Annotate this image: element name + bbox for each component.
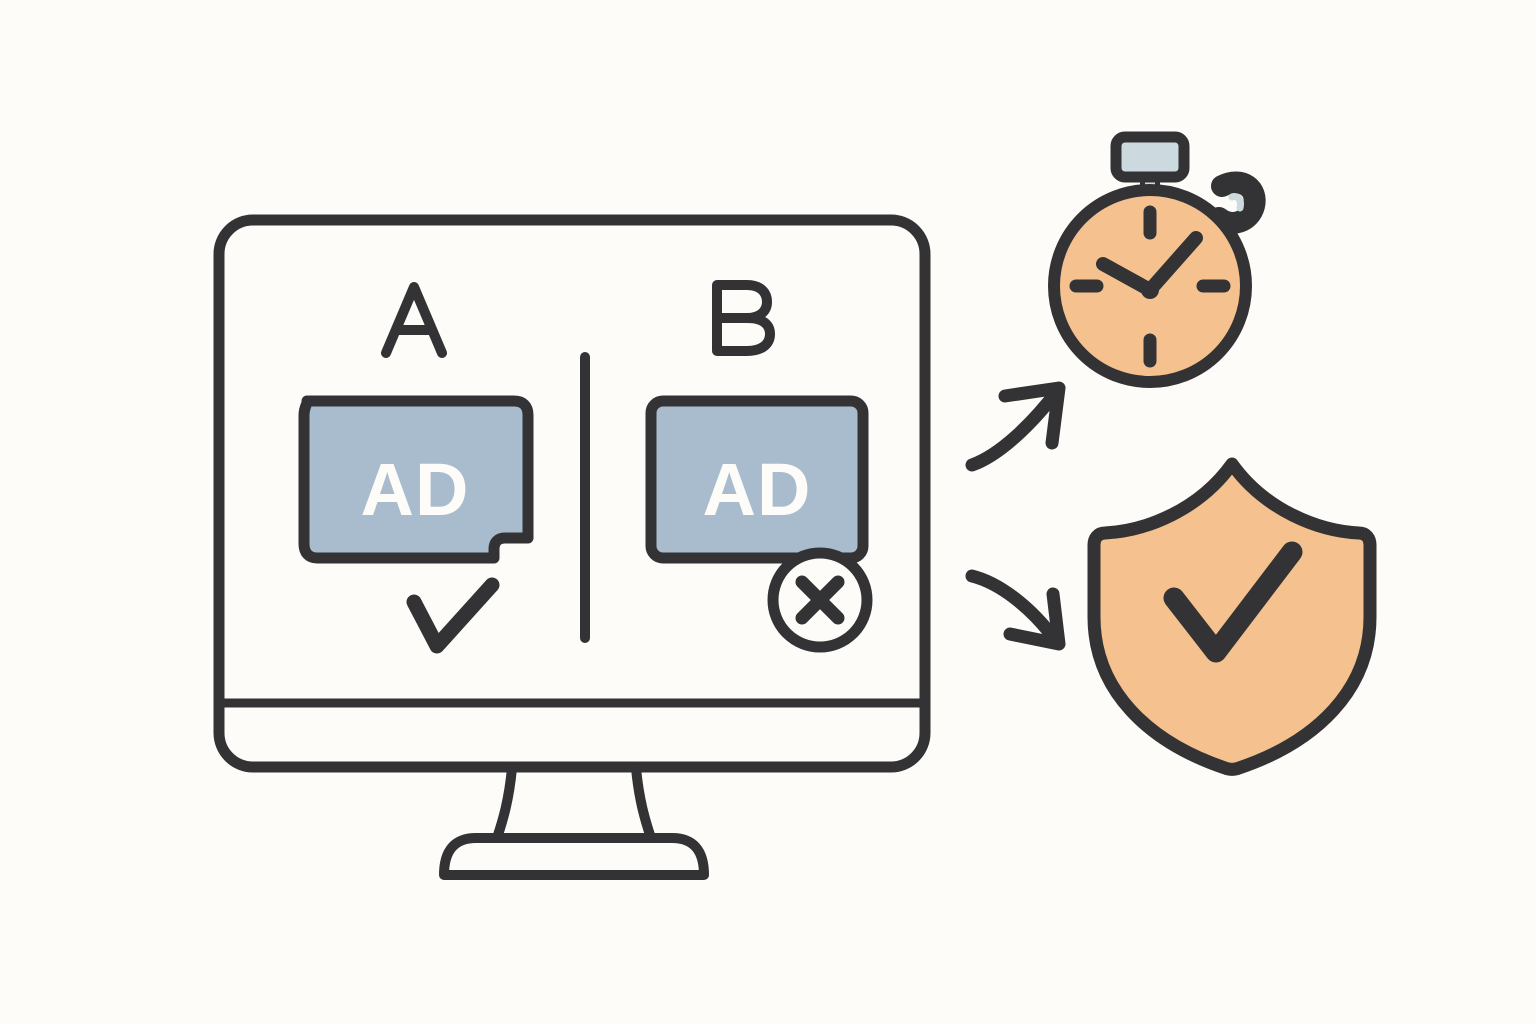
- monitor-stand-base: [439, 833, 709, 880]
- variant-b-x-stroke-2: [795, 575, 845, 625]
- stopwatch-minute-hand: [1143, 231, 1203, 297]
- stopwatch-hub: [1141, 281, 1159, 299]
- variant-b-ad-text: AD: [703, 448, 812, 531]
- monitor-bezel: [213, 214, 931, 773]
- arrow-down-right: [965, 569, 1066, 651]
- monitor-stand-neck-left: [492, 763, 517, 843]
- variant-a-ad-panel[interactable]: [298, 395, 534, 564]
- variant-b-letter: [712, 280, 775, 356]
- variant-a-group[interactable]: AD: [298, 282, 534, 654]
- desktop-monitor[interactable]: AD AD: [213, 214, 931, 880]
- stopwatch-icon: [1048, 131, 1266, 388]
- shield-check-icon: [1087, 457, 1377, 776]
- shield-check-mark: [1163, 541, 1303, 663]
- stopwatch-crown-highlight: [1228, 193, 1244, 212]
- variant-a-check-icon: [406, 577, 500, 654]
- variant-b-group[interactable]: AD: [645, 280, 873, 653]
- variant-a-ad-text: AD: [361, 448, 470, 531]
- variant-b-x-circle: [767, 547, 873, 653]
- variant-b-ad-panel[interactable]: [645, 395, 869, 564]
- monitor-stand-neck-right: [631, 763, 656, 843]
- arrow-up-right: [965, 381, 1066, 472]
- stopwatch-button[interactable]: [1110, 131, 1190, 183]
- variant-a-letter: [381, 282, 447, 358]
- stopwatch-crown: [1208, 171, 1266, 234]
